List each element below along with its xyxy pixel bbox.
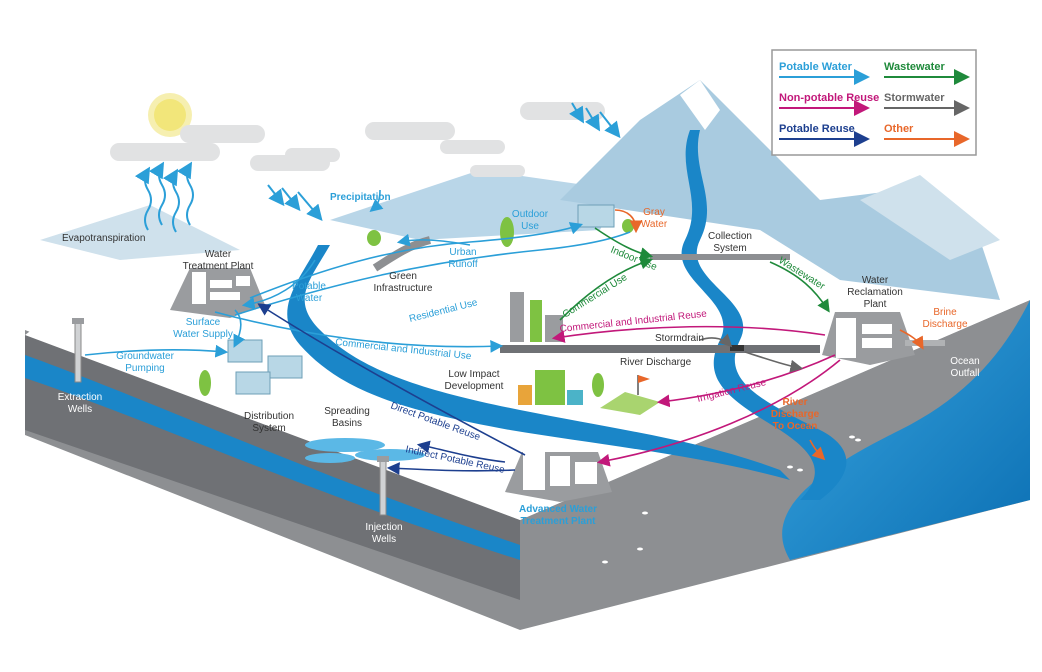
houses — [199, 204, 634, 397]
water-treatment-plant — [170, 268, 265, 318]
legend-item-other: Other — [884, 123, 970, 147]
svg-text:Stormwater: Stormwater — [884, 92, 945, 104]
water-reclamation-plant — [822, 312, 945, 365]
svg-text:Wastewater: Wastewater — [884, 61, 945, 73]
svg-text:Non-potable Reuse: Non-potable Reuse — [779, 92, 879, 104]
legend-item-non-potable-reuse: Non-potable Reuse — [779, 92, 879, 116]
svg-text:Potable Reuse: Potable Reuse — [779, 123, 855, 135]
label-precipitation: Precipitation — [330, 192, 391, 203]
legend-item-potable-water: Potable Water — [779, 61, 870, 85]
label-river-discharge: River Discharge — [620, 357, 692, 368]
industrial-buildings — [510, 292, 563, 342]
label-evapotranspiration: Evapotranspiration — [62, 233, 145, 244]
legend-item-stormwater: Stormwater — [884, 92, 970, 116]
label-stormdrain: Stormdrain — [655, 333, 704, 344]
legend: Potable Water Wastewater Non-potable Reu… — [771, 49, 977, 156]
evapotranspiration-arrows — [134, 161, 194, 233]
sky — [110, 93, 621, 233]
fish-icons — [602, 435, 861, 564]
wells — [72, 318, 389, 516]
svg-text:Other: Other — [884, 123, 914, 135]
legend-item-potable-reuse: Potable Reuse — [779, 123, 870, 147]
svg-text:Potable Water: Potable Water — [779, 61, 853, 73]
rain-arrows — [267, 102, 621, 222]
advanced-water-treatment-plant — [505, 446, 612, 502]
legend-item-wastewater: Wastewater — [884, 61, 970, 85]
legend-box — [771, 49, 977, 156]
spreading-basins — [305, 438, 425, 463]
low-impact-development-buildings — [518, 370, 660, 415]
cloud-icon — [110, 143, 220, 161]
flow-arrows — [84, 189, 924, 475]
terrain — [25, 80, 1030, 630]
